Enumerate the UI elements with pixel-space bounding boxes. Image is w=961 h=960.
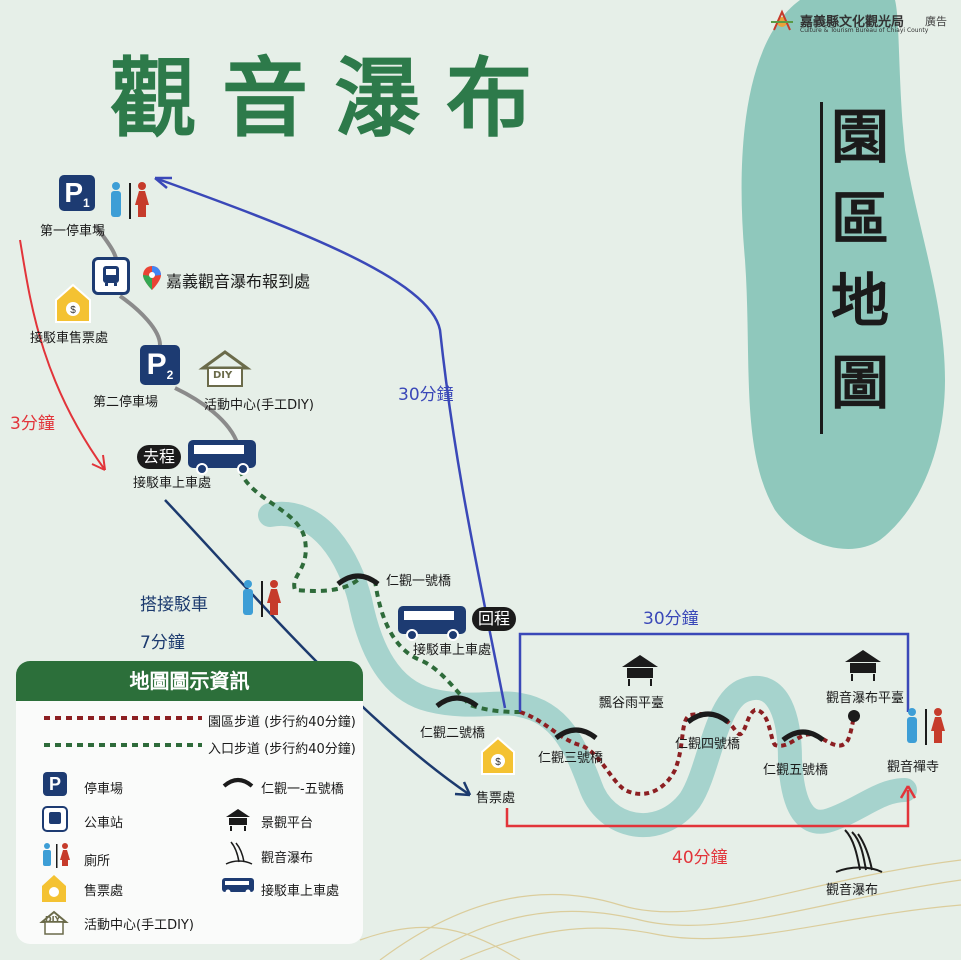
legend-panel — [16, 661, 363, 944]
label-bridge2: 仁觀二號橋 — [420, 726, 486, 741]
bridge-icon — [686, 711, 730, 725]
label-bridge5: 仁觀五號橋 — [763, 763, 829, 778]
legend-label-toilet: 廁所 — [84, 854, 111, 869]
toilet-icon — [243, 580, 281, 617]
label-temple: 觀音禪寺 — [887, 760, 940, 775]
parking-icon: P1 — [59, 175, 95, 211]
return-arrow-30min — [154, 176, 507, 709]
bracket-40min — [505, 790, 910, 828]
platform-icons — [622, 650, 881, 686]
toilet-icon — [907, 708, 945, 745]
bridge-icons — [336, 573, 825, 743]
page-title: 觀音瀑布 — [110, 48, 558, 149]
legend-label-ticket: 售票處 — [84, 884, 124, 899]
map-pin-icon — [143, 266, 161, 290]
tag-outbound: 去程 — [137, 445, 182, 469]
parking-letter: P — [64, 177, 83, 208]
label-parking2: 第二停車場 — [93, 395, 159, 410]
bracket-30min — [518, 632, 910, 712]
legend-label-parking: 停車場 — [84, 782, 124, 797]
label-take-shuttle: 搭接駁車 — [140, 595, 208, 615]
parking-number: 1 — [83, 195, 90, 210]
river — [258, 501, 917, 837]
shuttle-bus-icon — [398, 606, 466, 641]
walk-arrow-3min — [19, 239, 106, 471]
time-3min: 3分鐘 — [10, 414, 55, 434]
legend-bus-icon — [42, 806, 68, 832]
svg-text:$: $ — [70, 305, 76, 316]
decor-gold-lines — [359, 859, 961, 960]
platform-icon — [845, 650, 881, 681]
time-40min: 40分鐘 — [672, 848, 728, 868]
label-falls: 觀音瀑布 — [826, 883, 879, 898]
label-activity-center: 活動中心(手工DIY) — [204, 398, 314, 413]
time-30min: 30分鐘 — [643, 609, 699, 629]
bus-stop-icon[interactable] — [92, 257, 130, 295]
platform-icon — [622, 655, 658, 686]
label-checkin[interactable]: 嘉義觀音瀑布報到處 — [166, 272, 311, 291]
legend-label-platform: 景觀平台 — [261, 816, 314, 831]
label-shuttle-stop-go: 接駁車上車處 — [133, 476, 212, 491]
legend-diy-sign: DIY — [45, 915, 61, 924]
legend-label-falls: 觀音瀑布 — [261, 851, 314, 866]
legend-waterfall-icon — [225, 841, 253, 865]
parking-number: 2 — [166, 368, 174, 382]
bridge-icon — [435, 695, 479, 709]
shuttle-bus-icon — [188, 440, 256, 475]
shuttle-arrow-7min — [164, 499, 471, 797]
bridge-icon — [554, 727, 598, 741]
falls-platform-dot — [848, 710, 860, 722]
label-ticket-office: 售票處 — [476, 791, 516, 806]
time-7min: 7分鐘 — [140, 633, 185, 653]
svg-text:$: $ — [495, 757, 501, 768]
parking-letter: P — [146, 348, 167, 381]
bureau-logo-icon — [771, 9, 793, 31]
legend-label-activity: 活動中心(手工DIY) — [84, 918, 194, 933]
legend-label-bridges: 仁觀一-五號橋 — [261, 782, 344, 797]
waterfall-icon — [835, 829, 883, 873]
side-title: 園區地圖 — [830, 103, 889, 417]
legend-activity-icon — [39, 910, 69, 935]
label-parking1: 第一停車場 — [40, 224, 106, 239]
label-bridge1: 仁觀一號橋 — [386, 574, 452, 589]
legend-label-shuttle: 接駁車上車處 — [261, 884, 340, 899]
label-bridge3: 仁觀三號橋 — [538, 751, 604, 766]
park-trail — [519, 707, 857, 796]
entry-trail — [238, 469, 521, 714]
legend-label-entry-trail: 入口步道 (步行約40分鐘) — [208, 742, 356, 757]
activity-center-icon — [198, 350, 252, 387]
legend-label-park-trail: 園區步道 (步行約40分鐘) — [208, 715, 356, 730]
bridge-icon — [336, 573, 380, 587]
tag-return: 回程 — [472, 607, 517, 631]
label-bridge4: 仁觀四號橋 — [675, 737, 741, 752]
side-title-rule — [820, 102, 823, 434]
bureau-english-name: Culture & Tourism Bureau of Chiayi Count… — [800, 27, 929, 34]
legend-bridge-icon — [222, 778, 254, 788]
label-platform-falls: 觀音瀑布平臺 — [826, 691, 905, 706]
legend-symbols — [39, 716, 254, 935]
bridge-icon — [781, 729, 825, 743]
label-shuttle-ticket: 接駁車售票處 — [30, 331, 109, 346]
parking-icon: P2 — [140, 345, 180, 385]
label-platform-piaogu: 飄谷雨平臺 — [599, 696, 665, 711]
legend-shuttle-icon — [222, 878, 254, 895]
toilet-icon — [111, 182, 149, 219]
ad-label: 廣告 — [925, 15, 947, 28]
legend-ticket-icon — [42, 875, 66, 902]
time-30min-return: 30分鐘 — [398, 385, 454, 405]
legend-title: 地圖圖示資訊 — [16, 661, 363, 701]
ticket-booth-icon: $ — [481, 736, 515, 775]
bureau-name: 嘉義縣文化觀光局 — [800, 15, 905, 30]
label-shuttle-stop-return: 接駁車上車處 — [413, 643, 492, 658]
legend-label-bus-stop: 公車站 — [84, 816, 124, 831]
ticket-booth-icon: $ — [55, 283, 91, 323]
legend-platform-icon — [226, 809, 250, 831]
legend-parking-icon: P — [43, 772, 67, 796]
diy-sign: DIY — [213, 370, 233, 381]
legend-toilet-icon — [43, 843, 70, 868]
decor-blob — [741, 0, 945, 549]
